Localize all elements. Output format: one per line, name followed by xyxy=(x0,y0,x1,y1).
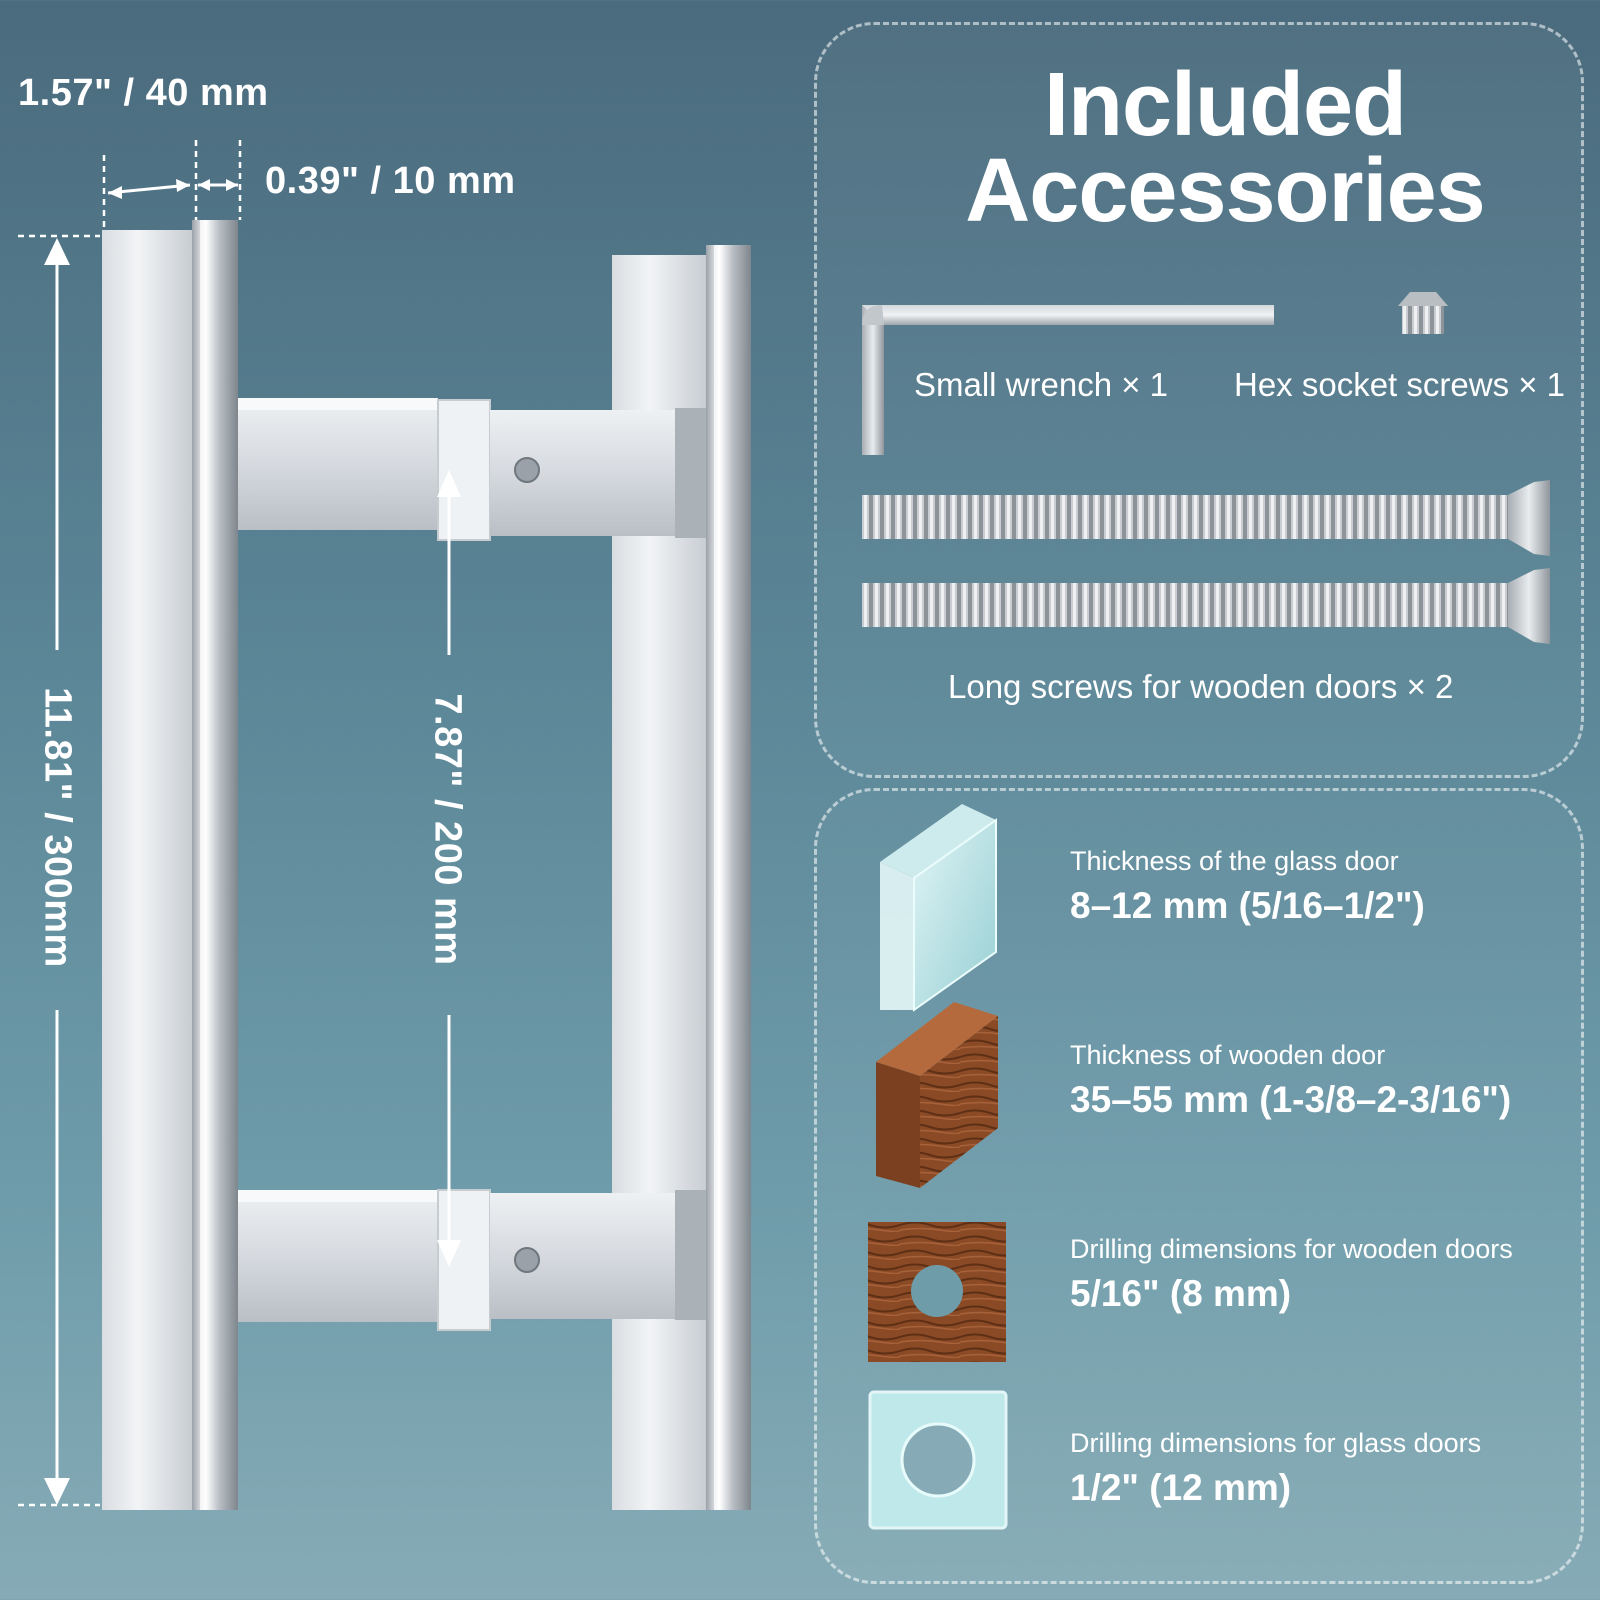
wood-block-icon xyxy=(876,1002,998,1188)
accessories-illustrations xyxy=(862,292,1550,644)
accessories-panel xyxy=(814,22,1584,778)
spec-wood-thickness: Thickness of wooden door 35–55 mm (1-3/8… xyxy=(1070,1040,1511,1121)
title-line-2: Accessories xyxy=(965,141,1485,241)
left-handle-bar xyxy=(102,230,192,1510)
door-handle-illustration xyxy=(102,220,751,1510)
glass-drill-icon xyxy=(868,1390,1008,1530)
accessories-title: Included Accessories xyxy=(830,55,1600,241)
width-dimension-label: 1.57" / 40 mm xyxy=(18,72,269,114)
top-standoff-washer xyxy=(437,399,491,541)
title-line-1: Included xyxy=(1043,55,1407,155)
bottom-set-screw-icon xyxy=(514,1247,540,1273)
hex-screw-label: Hex socket screws × 1 xyxy=(1234,366,1566,403)
long-screw-icon-2 xyxy=(862,568,1550,644)
spec-label: Thickness of the glass door xyxy=(1070,846,1399,876)
spec-glass-thickness: Thickness of the glass door 8–12 mm (5/1… xyxy=(1070,846,1425,927)
spec-label: Drilling dimensions for glass doors xyxy=(1070,1428,1482,1458)
spec-wood-drilling: Drilling dimensions for wooden doors 5/1… xyxy=(1070,1234,1513,1315)
spec-glass-drilling: Drilling dimensions for glass doors 1/2"… xyxy=(1070,1428,1481,1509)
long-screws-label: Long screws for wooden doors × 2 xyxy=(948,668,1454,705)
small-wrench-label: Small wrench × 1 xyxy=(914,366,1169,403)
small-wrench-icon xyxy=(862,305,1274,455)
top-set-screw-icon xyxy=(514,457,540,483)
spec-value: 5/16" (8 mm) xyxy=(1070,1273,1292,1314)
spec-label: Drilling dimensions for wooden doors xyxy=(1070,1234,1513,1264)
spec-label: Thickness of wooden door xyxy=(1070,1040,1386,1070)
wood-drill-icon xyxy=(868,1222,1006,1362)
spec-value: 1/2" (12 mm) xyxy=(1070,1467,1292,1508)
bottom-standoff-left xyxy=(238,1190,438,1322)
glass-panel-icon xyxy=(880,804,997,1012)
top-standoff-left xyxy=(238,398,438,530)
thickness-dimension-label: 0.39" / 10 mm xyxy=(265,160,516,202)
specs-panel xyxy=(814,788,1584,1584)
long-screw-icon-1 xyxy=(862,480,1550,556)
hex-socket-screw-icon xyxy=(1398,292,1448,334)
right-handle-edge xyxy=(706,245,751,1510)
left-handle-edge xyxy=(192,220,238,1510)
spec-value: 8–12 mm (5/16–1/2") xyxy=(1070,885,1425,926)
spec-value: 35–55 mm (1-3/8–2-3/16") xyxy=(1070,1079,1512,1120)
